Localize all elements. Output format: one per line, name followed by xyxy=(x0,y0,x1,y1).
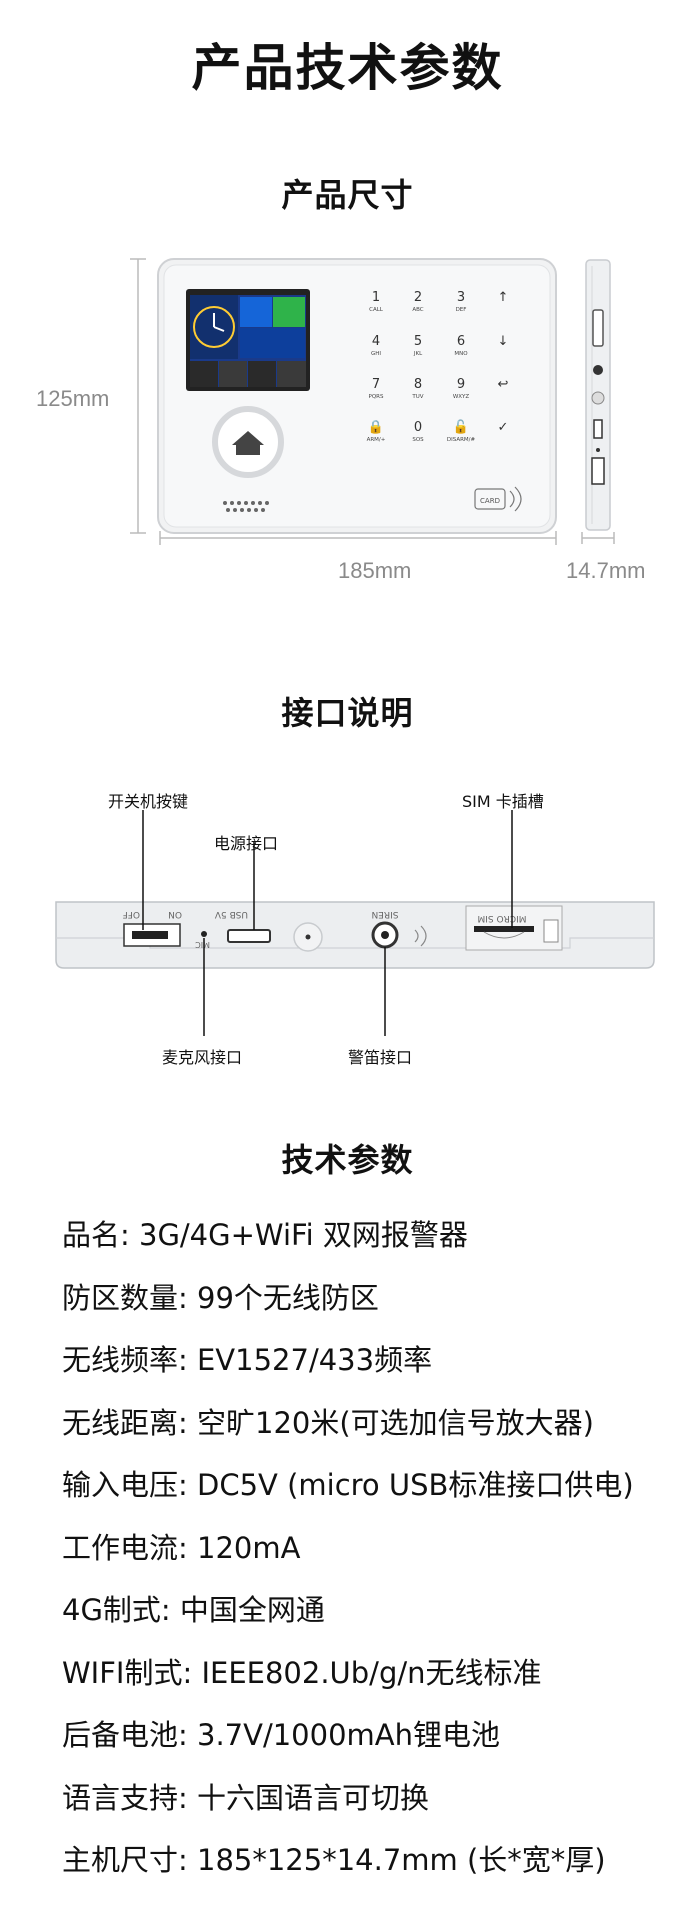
spec-item: 防区数量: 99个无线防区 xyxy=(62,1280,379,1315)
label-siren: 警笛接口 xyxy=(348,1048,413,1067)
label-power-port: 电源接口 xyxy=(214,834,279,853)
keypad-key-sub: GHI xyxy=(371,351,381,357)
spec-item: 主机尺寸: 185*125*14.7mm (长*宽*厚) xyxy=(62,1843,606,1877)
print-off: OFF xyxy=(123,909,140,919)
keypad-key: 6 xyxy=(457,334,465,349)
height-dimension: 125mm xyxy=(36,386,110,411)
width-dimension-line xyxy=(159,531,557,545)
keypad-key-sub: ABC xyxy=(412,307,423,313)
spec-item: 输入电压: DC5V (micro USB标准接口供电) xyxy=(62,1468,634,1502)
device-side-view xyxy=(581,259,615,544)
spec-item: WIFI制式: IEEE802.Ub/g/n无线标准 xyxy=(62,1655,542,1690)
keypad-key: 5 xyxy=(414,334,422,349)
keypad-key-sub: PQRS xyxy=(369,394,384,400)
keypad-key-sub: WXYZ xyxy=(453,394,470,400)
keypad-key: 1 xyxy=(372,290,380,305)
print-siren: SIREN xyxy=(371,909,398,919)
print-on: ON xyxy=(168,909,182,919)
keypad-key-sub: TUV xyxy=(411,394,423,400)
spec-item: 无线距离: 空旷120米(可选加信号放大器) xyxy=(62,1405,594,1440)
label-power-switch: 开关机按键 xyxy=(108,792,189,811)
label-sim-slot: SIM 卡插槽 xyxy=(462,792,544,811)
spec-item: 无线频率: EV1527/433频率 xyxy=(62,1343,433,1377)
keypad-key: 2 xyxy=(414,290,422,305)
keypad-key-sub: JKL xyxy=(413,351,423,357)
keypad-key-sub: MNO xyxy=(454,351,468,357)
keypad-key: 0 xyxy=(414,420,422,435)
width-dimension: 185mm xyxy=(338,558,412,583)
keypad-key: 🔒 xyxy=(368,420,384,435)
keypad-key: 8 xyxy=(414,377,422,392)
keypad-key: ↓ xyxy=(498,334,509,349)
keypad-key-sub: DISARM/# xyxy=(447,437,476,443)
spec-item: 品名: 3G/4G+WiFi 双网报警器 xyxy=(62,1218,468,1252)
keypad-key-sub: ARM/+ xyxy=(367,437,386,443)
keypad-key: 3 xyxy=(457,290,465,305)
device-bottom-view: OFF ON MIC USB 5V SIREN MICRO SIM xyxy=(55,810,655,1036)
keypad-key: 7 xyxy=(372,377,380,392)
print-mic: MIC xyxy=(195,940,210,949)
keypad-key-sub: SOS xyxy=(412,437,424,443)
print-sim: MICRO SIM xyxy=(477,913,526,923)
keypad-key: ✓ xyxy=(498,420,509,435)
keypad-key: ↩ xyxy=(498,377,509,392)
spec-item: 4G制式: 中国全网通 xyxy=(62,1593,325,1627)
keypad-key: ↑ xyxy=(498,290,509,305)
spec-item: 工作电流: 120mA xyxy=(62,1530,301,1565)
keypad-key-sub: CALL xyxy=(369,307,384,313)
keypad-key-sub: DEF xyxy=(456,307,467,313)
keypad-key: 4 xyxy=(372,334,380,349)
section-title-size: 产品尺寸 xyxy=(281,176,414,214)
spec-item: 语言支持: 十六国语言可切换 xyxy=(62,1780,429,1815)
keypad-key: 9 xyxy=(457,377,465,392)
section-title-specs: 技术参数 xyxy=(281,1141,414,1179)
keypad-key: 🔓 xyxy=(453,419,469,435)
spec-item: 后备电池: 3.7V/1000mAh锂电池 xyxy=(62,1718,500,1752)
label-microphone: 麦克风接口 xyxy=(162,1048,243,1067)
section-title-ports: 接口说明 xyxy=(281,694,414,732)
card-label: CARD xyxy=(480,497,500,505)
print-usb: USB 5V xyxy=(214,909,248,919)
depth-dimension: 14.7mm xyxy=(566,558,646,583)
page-title: 产品技术参数 xyxy=(191,39,504,97)
